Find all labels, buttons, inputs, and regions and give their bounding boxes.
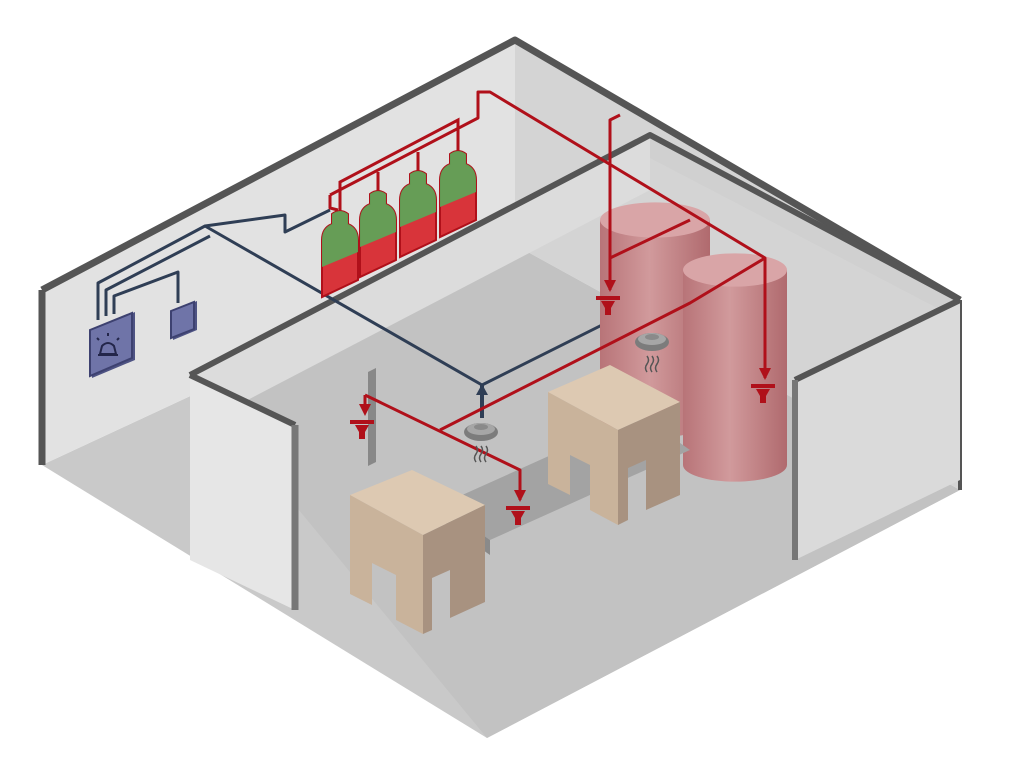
storage-tanks (600, 202, 787, 482)
arrow-nozzle-3 (359, 404, 371, 416)
arrow-nozzle-2 (759, 368, 771, 380)
pipe-arrows (359, 280, 771, 502)
cylinder-manifold (338, 117, 460, 192)
arrow-nozzle-1 (604, 280, 616, 292)
cable-panel-feed-2 (104, 234, 211, 316)
smoke-detectors (464, 333, 669, 463)
partition-left-face (190, 375, 295, 610)
discharge-nozzles (350, 296, 775, 525)
smoke-detector-icon[interactable] (464, 423, 498, 463)
storage-tank[interactable] (683, 253, 787, 482)
gas-cylinder-bank (321, 117, 477, 299)
sprinkler-nozzle-icon[interactable] (596, 296, 620, 315)
gas-cylinder-icon[interactable] (359, 172, 397, 279)
right-wall-stub-cap (793, 297, 962, 383)
cable-panel-to-cylinders (96, 208, 331, 320)
signal-junction-box[interactable] (170, 300, 197, 340)
branch-room-pipe (439, 256, 766, 432)
sprinkler-nozzle-icon[interactable] (506, 506, 530, 525)
partition-back-face (190, 135, 650, 430)
partition-cap (188, 132, 962, 378)
alarm-beacon-icon (96, 333, 120, 356)
suppression-piping (328, 90, 767, 500)
bench-front (350, 470, 485, 634)
main-header-pipe (329, 90, 767, 378)
smoke-detector-icon[interactable] (635, 333, 669, 373)
sprinkler-nozzle-icon[interactable] (350, 420, 374, 439)
tank-feed-pipe (609, 218, 691, 260)
right-wall-stub (795, 300, 960, 560)
partition-right-face (650, 135, 960, 320)
manifold-pipe (328, 195, 339, 212)
partition-walls (188, 132, 962, 610)
conveyor-equipment (350, 365, 690, 634)
bench-back (548, 365, 680, 525)
gas-cylinder-icon[interactable] (321, 192, 359, 299)
control-equipment (89, 300, 197, 378)
gas-cylinder-icon[interactable] (399, 152, 437, 259)
doorway-post (368, 368, 376, 466)
gas-cylinder-icon[interactable] (439, 132, 477, 239)
back-left-wall (42, 40, 515, 465)
partition-left-cap (188, 372, 297, 428)
arrow-nozzle-4 (514, 490, 526, 502)
branch-tank-pipe (608, 113, 621, 290)
fire-alarm-control-panel[interactable] (89, 311, 135, 378)
sprinkler-nozzle-icon[interactable] (751, 384, 775, 403)
back-wall-cap (40, 36, 962, 304)
cable-box-link (112, 270, 180, 314)
cable-arrow-left (476, 384, 488, 395)
